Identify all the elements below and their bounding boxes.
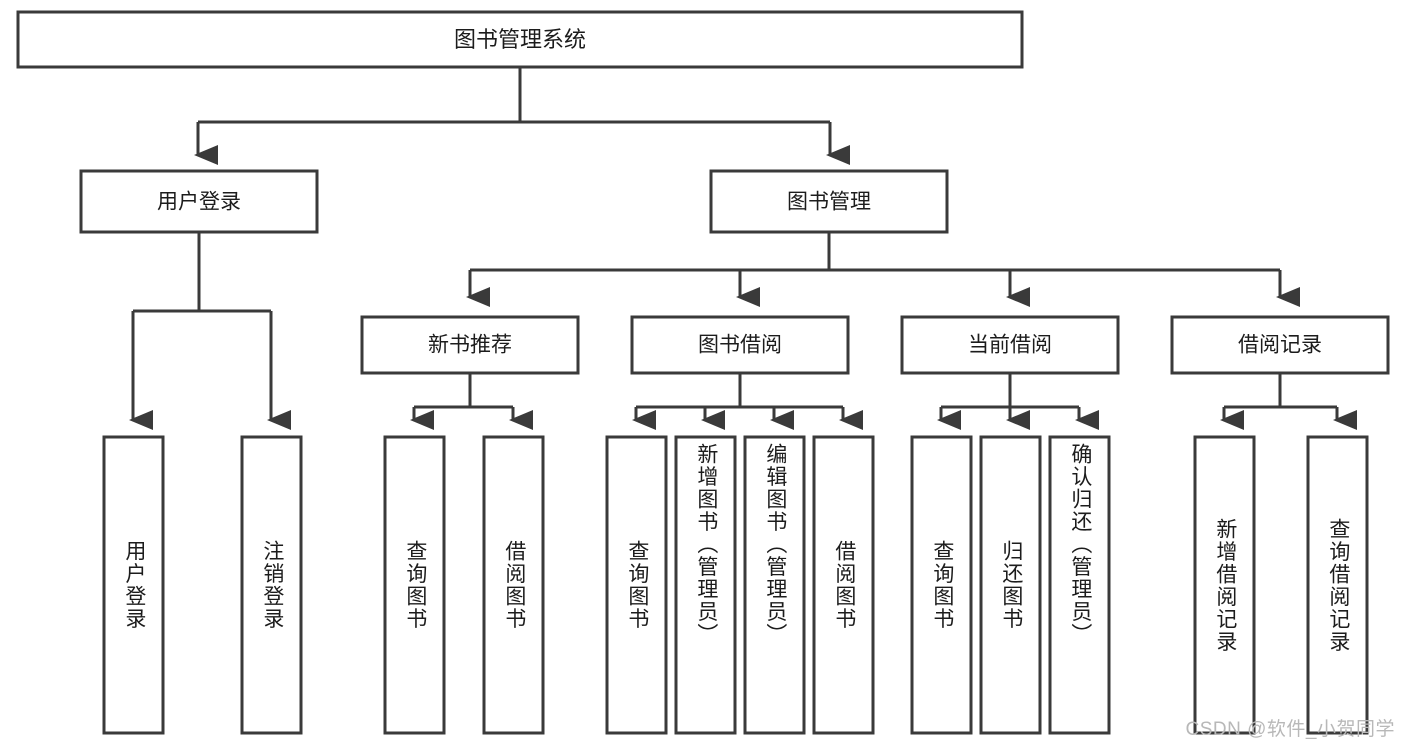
node-borrow-record-box [1170, 315, 1390, 375]
leaf-box-borrow-record-1[interactable] [1193, 435, 1256, 735]
leaf-box-user-login-2[interactable] [240, 435, 303, 735]
node-new-book-recommend[interactable]: 新书推荐 [360, 315, 580, 375]
connector-borrow-record-to-leaves [1220, 373, 1357, 430]
node-book-borrow-label: 图书借阅 [698, 334, 782, 357]
connector-current-borrow-to-leaves [937, 373, 1099, 430]
node-book-borrow-box [630, 315, 850, 375]
node-root-label: 图书管理系统 [454, 27, 586, 52]
connector-root-to-level1 [194, 67, 850, 165]
connector-new-book-to-leaves [410, 373, 533, 430]
node-borrow-record[interactable]: 借阅记录 [1170, 315, 1390, 375]
connector-user-login-to-leaves [129, 232, 291, 430]
leaf-box-book-borrow-1[interactable] [605, 435, 668, 735]
csdn-watermark: CSDN @软件_小贺同学 [1185, 719, 1395, 740]
node-user-login-label: 用户登录 [157, 191, 241, 214]
node-current-borrow-label: 当前借阅 [968, 334, 1052, 357]
node-new-book-recommend-label: 新书推荐 [428, 334, 512, 357]
connector-book-borrow-to-leaves [632, 373, 863, 430]
leaf-box-book-borrow-3[interactable] [743, 435, 806, 735]
leaf-box-borrow-record-2[interactable] [1306, 435, 1369, 735]
leaf-box-user-login-1[interactable] [102, 435, 165, 735]
node-current-borrow[interactable]: 当前借阅 [900, 315, 1120, 375]
node-root-book-management-system[interactable]: 图书管理系统 [16, 10, 1024, 69]
node-new-book-recommend-box [360, 315, 580, 375]
connector-book-management-to-level2 [466, 232, 1300, 307]
leaf-box-new-book-1[interactable] [383, 435, 446, 735]
node-root-box [16, 10, 1024, 69]
node-book-management-box [709, 169, 949, 234]
node-book-borrow[interactable]: 图书借阅 [630, 315, 850, 375]
node-user-login[interactable]: 用户登录 [79, 169, 319, 234]
leaf-box-current-borrow-2[interactable] [979, 435, 1042, 735]
node-book-management[interactable]: 图书管理 [709, 169, 949, 234]
node-current-borrow-box [900, 315, 1120, 375]
leaf-box-current-borrow-1[interactable] [910, 435, 973, 735]
leaf-box-book-borrow-2[interactable] [674, 435, 737, 735]
node-book-management-label: 图书管理 [787, 191, 871, 214]
node-borrow-record-label: 借阅记录 [1238, 334, 1322, 357]
leaf-box-new-book-2[interactable] [482, 435, 545, 735]
leaf-box-book-borrow-4[interactable] [812, 435, 875, 735]
leaf-box-current-borrow-3[interactable] [1048, 435, 1111, 735]
